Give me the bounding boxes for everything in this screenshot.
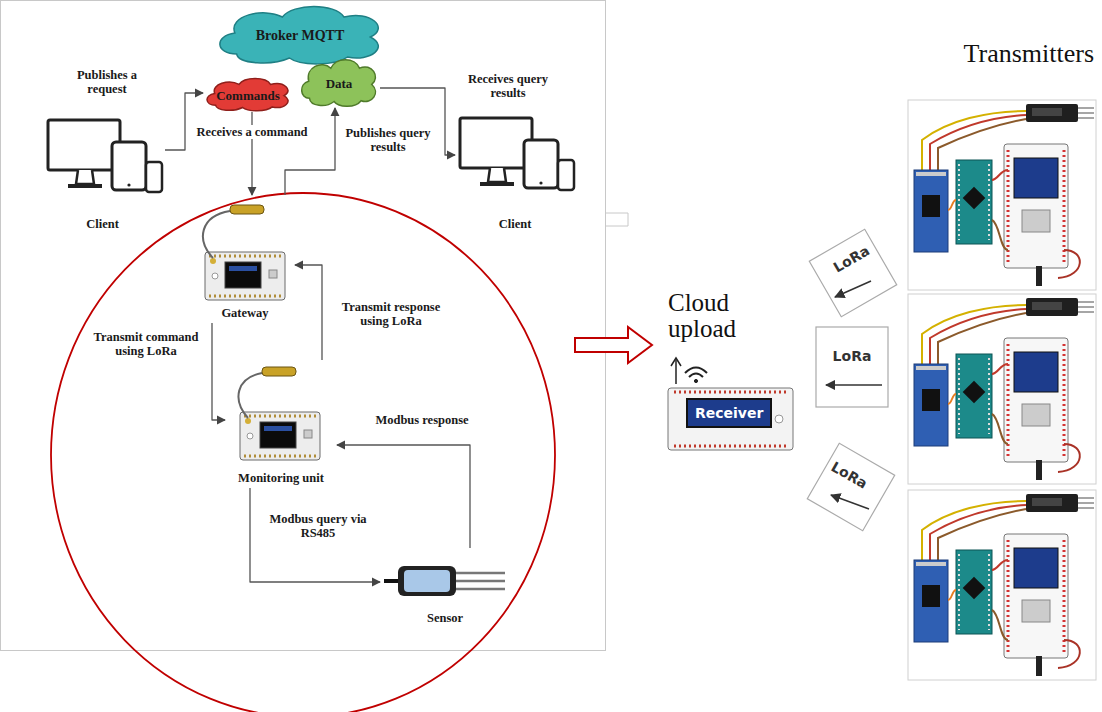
client-icon [48,120,162,192]
section-title: Transmitters [964,40,1095,67]
edge-label: Publishes query results [343,126,433,155]
soil-sensor [384,566,505,596]
node-label: Gateway [221,306,268,320]
lora-frame [816,327,888,407]
node-label: Client [499,217,532,231]
topic-cloud: Commands [203,76,293,112]
edge-label: Receives query results [458,72,558,101]
node-label: Receiver [686,398,772,428]
cloud-shape [207,79,288,111]
lora-arrow [835,281,871,297]
sensor-device: Sensor [380,548,510,628]
node-label: LoRa [828,458,870,491]
lora-frame [807,443,894,530]
lora-badge: LoRa [803,439,899,535]
panel-frame [1,1,606,651]
edge-label-box: Transmit command using LoRa [90,330,202,359]
section-title: Cloud upload [668,290,778,343]
panel-notch [605,213,628,226]
edge-label: Transmit command using LoRa [90,330,202,359]
topic-cloud: Data [298,56,380,108]
edge-label-box: Transmit response using LoRa [332,300,450,329]
receiver-device: Receiver [668,388,793,450]
gateway-board [203,205,285,300]
edge-label-box: Publishes query results [343,126,433,155]
lora-badge: LoRa [815,326,889,408]
connector-arrow [165,93,203,150]
transmitter-board [908,490,1096,680]
lora-frame [809,229,896,316]
edge-label-box: Receives query results [458,72,558,101]
label-box: Cloud upload [668,290,778,343]
label-box: Transmitters [964,40,1095,67]
cloud-shape [220,7,378,64]
monitoring-device: Monitoring unit [225,360,337,488]
cloud-shape [302,60,376,107]
transmitter-board [908,294,1096,484]
lora-arrow [826,384,882,386]
edge-label: Publishes a request [62,68,152,97]
connector-arrow [212,323,225,420]
node-label: Client [86,217,119,231]
client-device: Client [40,112,165,234]
broker-cloud: Broker MQTT [212,2,388,66]
edge-label: Modbus response [373,413,470,427]
transmitter-board [908,100,1096,290]
client-device: Client [455,112,575,234]
edge-label: Receives a command [194,125,309,139]
lora-outline [803,439,899,535]
edge-label-box: Publishes a request [62,68,152,97]
node-label: LoRa [833,348,872,364]
connector-arrow [295,265,322,360]
monitoring-board [239,367,320,460]
client-icon [460,118,574,190]
edge-label: Modbus query via RS485 [262,512,374,541]
node-label: LoRa [830,242,872,275]
lora-outline [805,225,901,321]
node-label: Sensor [427,611,463,625]
edge-label-box: Receives a command [190,122,314,140]
edge-label-box: Modbus query via RS485 [262,512,374,541]
zoom-arrow [575,327,652,363]
node-label: Monitoring unit [238,471,324,485]
gateway-device: Gateway [195,195,295,323]
node-label: Broker MQTT [256,28,345,44]
edge-label-box: Modbus response [372,410,472,428]
lora-arrow [831,495,869,509]
node-label: Data [326,77,353,92]
group-circle [51,193,555,712]
receiver-board [668,388,793,450]
connector-arrow [250,488,380,582]
lora-badge: LoRa [805,225,901,321]
connector-arrow [285,108,335,195]
lora-outline [815,326,889,408]
node-label: Commands [216,89,280,104]
edge-label: Transmit response using LoRa [332,300,450,329]
wifi-upload-icon [671,358,707,384]
